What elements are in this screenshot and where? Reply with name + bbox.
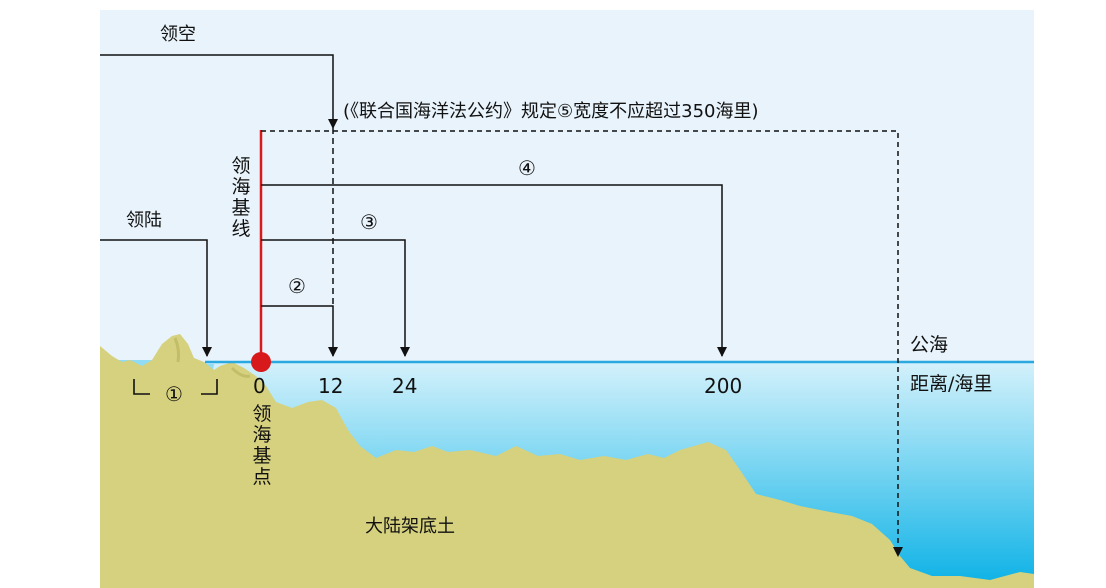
land-shading [173,337,181,363]
airspace-arrow [100,54,338,129]
territorial-sea-arrow [261,305,338,357]
tick-0: 0 [253,374,266,398]
tick-24: 24 [392,374,418,398]
tick-12: 12 [318,374,344,398]
zone-1-marker: ① [165,382,183,406]
continental-shelf-arrow [261,130,903,557]
land-territory-label: 领陆 [126,210,162,231]
high-seas-label: 公海 [910,334,949,356]
distance-unit-label: 距离/海里 [910,373,993,395]
airspace-label: 领空 [160,24,196,45]
internal-waters-bracket [133,379,150,395]
land-shading [230,366,251,378]
zone-2-marker: ② [288,274,306,298]
continental-shelf-label: 大陆架底土 [365,516,455,537]
zone-3-marker: ③ [360,210,378,234]
convention-note: (《联合国海洋法公约》规定⑤宽度不应超过350海里) [343,101,759,122]
land-territory-arrow [100,239,212,357]
internal-waters-bracket [201,379,218,395]
contiguous-zone-arrow [261,239,410,357]
base-point-label: 领海基点 [252,403,272,488]
zone-4-marker: ④ [518,156,536,180]
tick-200: 200 [704,374,743,398]
eez-arrow [261,184,727,357]
baseline-label: 领海基线 [231,155,251,240]
land-area [100,334,1034,588]
base-point-marker [251,352,271,372]
